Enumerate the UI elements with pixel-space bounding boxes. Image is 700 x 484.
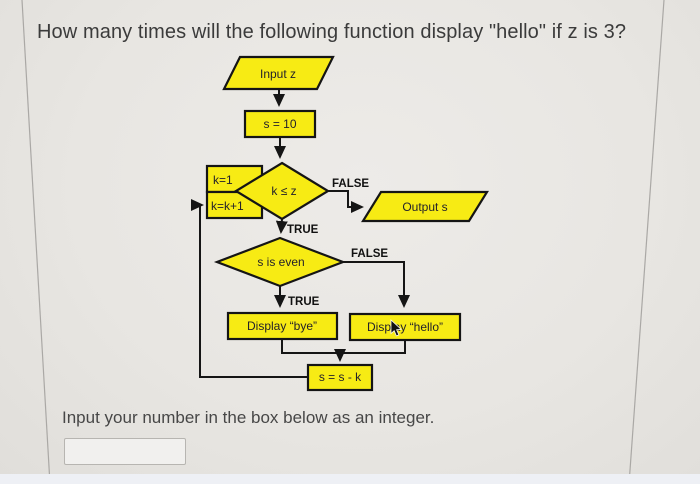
s-init-box [243,109,317,139]
s-init-label: s = 10 [263,117,296,131]
answer-instruction: Input your number in the box below as an… [62,408,435,427]
display-hello-label: Display “hello” [367,320,443,334]
connector-kcond-false-to-output [328,190,364,213]
s-update-box [306,363,374,392]
input-z-label: Input z [260,67,296,81]
k-condition-diamond [233,161,331,221]
right-page-edge-line [628,0,665,484]
bottom-edge-strip [0,474,700,484]
even-condition-diamond [213,236,347,288]
answer-input[interactable] [64,438,186,465]
display-hello-box [348,312,462,342]
connector-join-bar [281,339,406,354]
left-page-edge-line [21,0,51,484]
output-s-shape [361,190,489,223]
k-condition-label: k ≤ z [271,184,296,198]
connector-kcond-true-to-evencond [275,218,288,234]
true-branch-label-1: TRUE [287,224,319,236]
k-increment-label: k=k+1 [211,199,244,213]
display-bye-label: Display “bye” [247,319,317,333]
connector-evencond-false-to-hello [343,261,410,308]
connector-loop-back [191,199,308,378]
false-branch-label-2: FALSE [351,248,388,260]
display-bye-box [226,311,339,341]
true-branch-label-2: TRUE [288,296,320,308]
false-branch-label-1: FALSE [332,178,369,190]
input-z-shape [222,55,335,91]
s-update-label: s = s - k [319,370,362,384]
output-s-label: Output s [402,200,447,214]
k-init-label: k=1 [213,173,233,187]
mouse-cursor-icon [390,319,403,337]
even-condition-label: s is even [257,255,304,269]
question-title: How many times will the following functi… [37,21,627,43]
